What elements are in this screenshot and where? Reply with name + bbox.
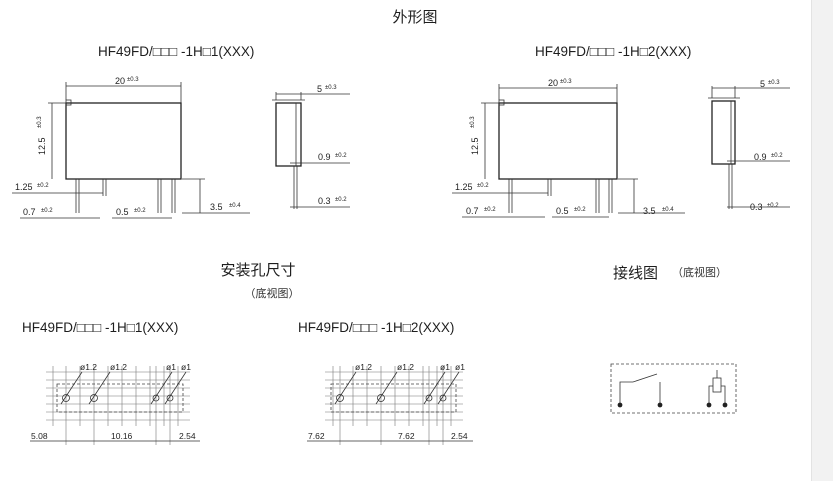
svg-text:ø1: ø1 xyxy=(455,362,465,372)
svg-text:1.25: 1.25 xyxy=(15,182,33,192)
outline-left-model: HF49FD/□□□ -1H□1(XXX) xyxy=(98,44,254,59)
svg-text:ø1.2: ø1.2 xyxy=(355,362,372,372)
svg-text:0.5: 0.5 xyxy=(116,207,129,217)
relay-body-front xyxy=(65,102,182,180)
svg-text:2.54: 2.54 xyxy=(179,431,196,441)
svg-text:2.54: 2.54 xyxy=(451,431,468,441)
svg-text:±0.4: ±0.4 xyxy=(229,203,241,209)
svg-text:±0.2: ±0.2 xyxy=(41,208,53,214)
svg-text:±0.2: ±0.2 xyxy=(335,197,347,203)
outline-drawing-left: HF49FD/□□□ -1H□1(XXX) 20 ±0.3 12.5 ±0.3 … xyxy=(12,44,350,219)
svg-text:ø1.2: ø1.2 xyxy=(110,362,127,372)
relay-body-front-2 xyxy=(498,102,618,180)
svg-text:3.5: 3.5 xyxy=(643,206,656,216)
outline-drawing-right: HF49FD/□□□ -1H□2(XXX) 20 ±0.3 12.5 ±0.3 … xyxy=(452,44,790,218)
svg-text:±0.3: ±0.3 xyxy=(768,80,780,86)
svg-text:ø1.2: ø1.2 xyxy=(80,362,97,372)
svg-text:±0.2: ±0.2 xyxy=(477,183,489,189)
svg-text:±0.3: ±0.3 xyxy=(470,116,476,128)
svg-text:±0.2: ±0.2 xyxy=(484,207,496,213)
svg-text:ø1: ø1 xyxy=(181,362,191,372)
svg-text:±0.2: ±0.2 xyxy=(771,153,783,159)
svg-text:ø1: ø1 xyxy=(166,362,176,372)
svg-text:20: 20 xyxy=(115,76,125,86)
svg-text:0.3: 0.3 xyxy=(318,196,331,206)
mounting-subtitle: （底视图） xyxy=(245,286,300,300)
mounting-title: 安装孔尺寸 xyxy=(220,261,295,279)
svg-text:±0.2: ±0.2 xyxy=(37,183,49,189)
svg-text:0.5: 0.5 xyxy=(556,206,569,216)
svg-text:7.62: 7.62 xyxy=(308,431,325,441)
mounting-right-model: HF49FD/□□□ -1H□2(XXX) xyxy=(298,320,454,335)
svg-text:±0.3: ±0.3 xyxy=(560,79,572,85)
svg-text:1.25: 1.25 xyxy=(455,182,473,192)
outline-title: 外形图 xyxy=(392,8,437,26)
mounting-holes-right: HF49FD/□□□ -1H□2(XXX) xyxy=(298,320,473,445)
wiring-diagram xyxy=(610,363,737,414)
svg-text:0.3: 0.3 xyxy=(750,202,763,212)
svg-text:0.7: 0.7 xyxy=(466,206,479,216)
svg-text:0.7: 0.7 xyxy=(23,207,36,217)
svg-text:12.5: 12.5 xyxy=(37,137,47,155)
svg-text:0.9: 0.9 xyxy=(318,152,331,162)
svg-text:3.5: 3.5 xyxy=(210,202,223,212)
svg-text:±0.3: ±0.3 xyxy=(127,77,139,83)
mounting-holes-left: HF49FD/□□□ -1H□1(XXX) xyxy=(22,320,200,445)
relay-body-side xyxy=(275,102,302,167)
svg-text:±0.4: ±0.4 xyxy=(662,207,674,213)
svg-text:0.9: 0.9 xyxy=(754,152,767,162)
svg-text:7.62: 7.62 xyxy=(398,431,415,441)
scrollbar[interactable] xyxy=(811,0,833,481)
wiring-title: 接线图 xyxy=(613,264,658,282)
mounting-left-model: HF49FD/□□□ -1H□1(XXX) xyxy=(22,320,178,335)
svg-text:20: 20 xyxy=(548,78,558,88)
outline-right-model: HF49FD/□□□ -1H□2(XXX) xyxy=(535,44,691,59)
svg-text:5: 5 xyxy=(317,84,322,94)
svg-text:5.08: 5.08 xyxy=(31,431,48,441)
svg-text:ø1: ø1 xyxy=(440,362,450,372)
relay-body-side-2 xyxy=(711,100,736,165)
svg-text:±0.2: ±0.2 xyxy=(574,207,586,213)
svg-text:±0.3: ±0.3 xyxy=(325,85,337,91)
svg-text:10.16: 10.16 xyxy=(111,431,133,441)
svg-text:±0.2: ±0.2 xyxy=(134,208,146,214)
svg-text:5: 5 xyxy=(760,79,765,89)
svg-text:ø1.2: ø1.2 xyxy=(397,362,414,372)
svg-text:±0.2: ±0.2 xyxy=(335,153,347,159)
wiring-subtitle: （底视图） xyxy=(672,265,727,279)
svg-text:±0.2: ±0.2 xyxy=(767,203,779,209)
svg-text:±0.3: ±0.3 xyxy=(37,116,43,128)
svg-text:12.5: 12.5 xyxy=(470,137,480,155)
